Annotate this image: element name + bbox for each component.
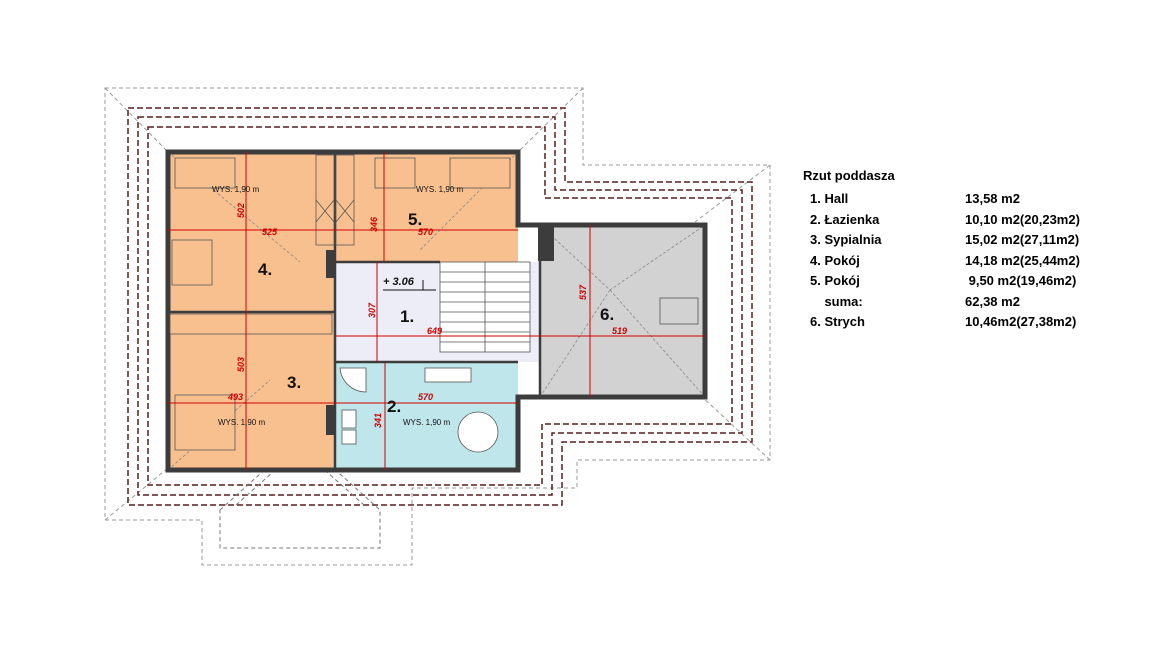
legend-row-value: 62,38 m2 (965, 293, 1020, 309)
dim-label-519: 519 (612, 326, 627, 336)
legend-row-value: 10,10 m2(20,23m2) (965, 211, 1080, 227)
legend-row-label: suma: (810, 293, 863, 309)
wardrobes (169, 154, 355, 335)
legend-row-value: 10,46m2(27,38m2) (965, 314, 1077, 329)
roof-hip-lines (167, 151, 706, 471)
dim-label-493: 493 (227, 392, 243, 402)
bathroom-fixtures (339, 367, 499, 453)
floor-plan: 4. 5. 1. 6. 3. 2. + 3.06 WYS. 1,90 m WYS… (104, 87, 771, 566)
walls (165, 149, 708, 473)
legend-row-value: 9,50 m2(19,46m2) (965, 273, 1077, 288)
legend-row-label: 6. Strych (810, 314, 865, 329)
room-number-1: 1. (400, 307, 414, 326)
legend-row: 2. Łazienka 10,10 m2(20,23m2) (803, 210, 1080, 231)
legend-row: 3. Sypialnia 15,02 m2(27,11m2) (803, 230, 1080, 251)
dim-label-341: 341 (373, 413, 383, 428)
legend-row: 5. Pokój 9,50 m2(19,46m2) (803, 271, 1080, 292)
room-number-2: 2. (387, 397, 401, 416)
height-label-room-3: WYS. 1,90 m (218, 418, 265, 427)
legend-row-label: 5. Pokój (810, 273, 860, 288)
attic-wall-block (538, 225, 554, 261)
level-arrow (383, 280, 436, 291)
legend-row-value: 14,18 m2(25,44m2) (965, 252, 1080, 268)
legend-row-label: 3. Sypialnia (810, 232, 882, 247)
dim-label-307: 307 (367, 302, 377, 318)
legend-row-value: 15,02 m2(27,11m2) (965, 232, 1080, 247)
room-number-6: 6. (600, 305, 614, 324)
room-number-4: 4. (258, 260, 272, 279)
level-marker: + 3.06 (383, 276, 415, 288)
roof-outline-inner (127, 107, 753, 506)
area-legend: Rzut poddasza 1. Hall 13,58 m2 2. Łazien… (803, 168, 1080, 333)
dim-label-503: 503 (236, 357, 246, 372)
dim-label-570-bottom: 570 (418, 392, 433, 402)
legend-row-label: 4. Pokój (810, 252, 860, 268)
legend-row: 6. Strych 10,46m2(27,38m2) (803, 312, 1080, 333)
dim-label-570-top: 570 (418, 227, 433, 237)
legend-row: 1. Hall 13,58 m2 (803, 189, 1080, 210)
legend-row-label: 2. Łazienka (810, 211, 880, 227)
roof-outline-outer (104, 87, 771, 566)
dimension-lines (168, 152, 705, 470)
staircase (439, 261, 531, 353)
dim-label-525: 525 (262, 227, 278, 237)
dim-label-649: 649 (427, 326, 442, 336)
legend-row: 4. Pokój 14,18 m2(25,44m2) (803, 251, 1080, 272)
dim-label-537: 537 (578, 284, 588, 300)
furniture (171, 157, 699, 451)
height-label-room-4: WYS. 1,90 m (212, 185, 259, 194)
legend-row-total: suma: 62,38 m2 (803, 292, 1080, 313)
legend-title: Rzut poddasza (803, 168, 895, 183)
height-label-room-2: WYS. 1,90 m (403, 418, 450, 427)
dim-label-502: 502 (236, 203, 246, 218)
legend-row-value: 13,58 m2 (965, 191, 1020, 206)
room-number-3: 3. (287, 373, 301, 392)
wall-block-b (326, 405, 335, 435)
wall-block-a (326, 250, 335, 278)
inner-walls (168, 152, 542, 470)
legend-row-label: 1. Hall (810, 191, 849, 206)
dim-label-346: 346 (369, 216, 379, 232)
room-number-5: 5. (408, 210, 422, 229)
height-label-room-5: WYS. 1,90 m (416, 185, 463, 194)
